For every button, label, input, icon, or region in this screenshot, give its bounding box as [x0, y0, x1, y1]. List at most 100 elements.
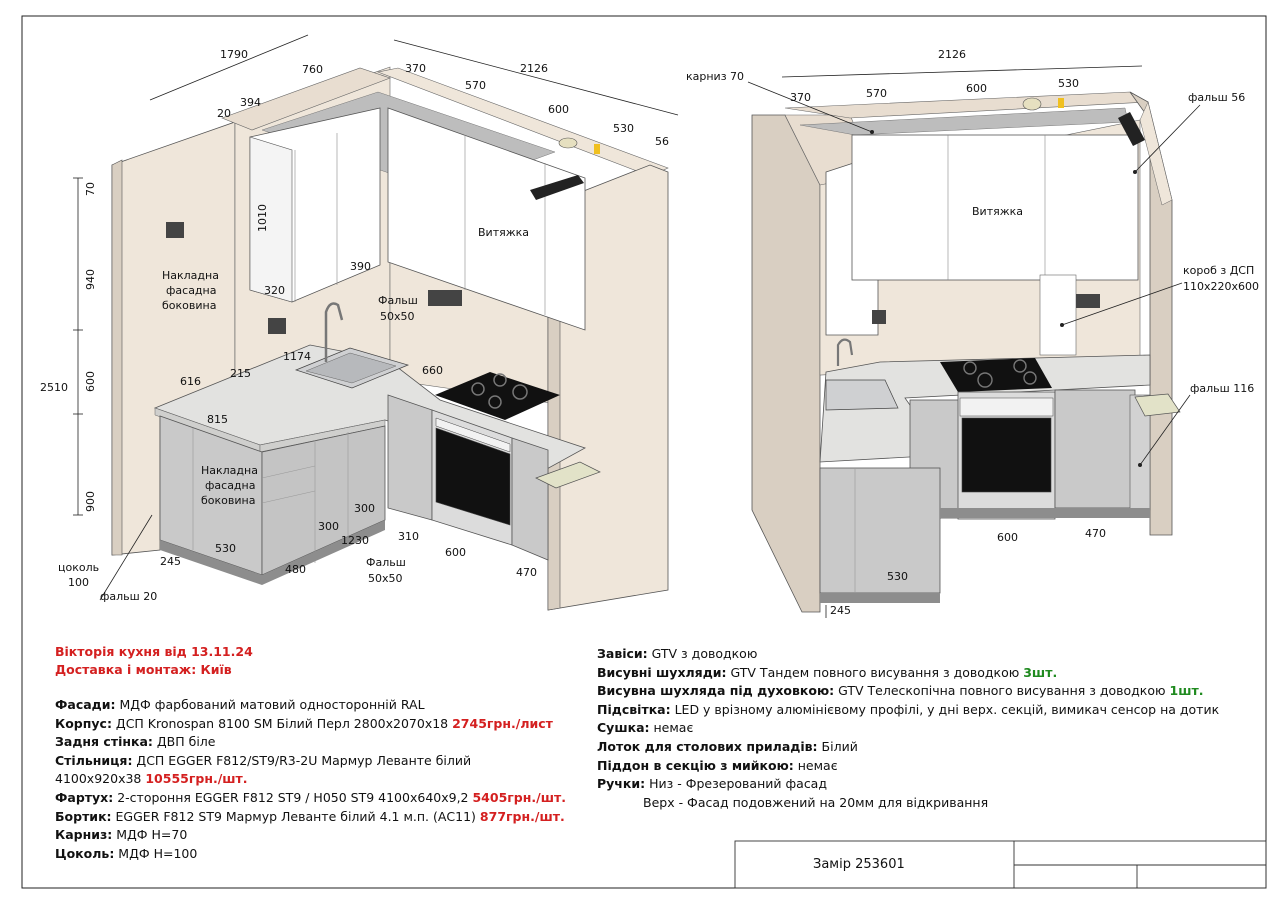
spec-right-value: GTV з доводкою — [647, 646, 758, 661]
spec-right-row: Ручки: Низ - Фрезерований фасад — [597, 775, 1219, 794]
spec-left-row: Карниз: МДФ Н=70 — [55, 826, 566, 845]
dim-70: 70 — [84, 182, 97, 196]
label-box-2: 110х220х600 — [1183, 280, 1259, 293]
dim-370-right: 370 — [790, 91, 811, 104]
sensor-icon — [594, 144, 600, 154]
spec-right-key: Висувні шухляди: — [597, 664, 727, 680]
spec-left-value: МДФ Н=70 — [112, 827, 188, 843]
spec-right-value: немає — [649, 720, 694, 736]
spec-left-key: Фартух: — [55, 789, 114, 805]
label-false-50-bottom-1: Фальш — [366, 556, 406, 569]
spec-left-row: Фартух: 2-стороння EGGER F812 ST9 / H050… — [55, 789, 566, 808]
dim-56: 56 — [655, 135, 669, 148]
dim-310: 310 — [398, 530, 419, 543]
right-dimension-lines — [747, 65, 1201, 618]
dim-1230: 1230 — [341, 534, 369, 547]
title-block — [734, 840, 1267, 889]
spec-left-value: 4100х920х38 — [55, 771, 146, 787]
spec-right-row: Підсвітка: LED у врізному алюмінієвому п… — [597, 701, 1219, 720]
dim-600: 600 — [548, 103, 569, 116]
spec-left-row: Задня стінка: ДВП біле — [55, 733, 566, 752]
delivery-text: Доставка і монтаж: Київ — [55, 662, 232, 677]
right-view-left-wall — [751, 114, 821, 613]
spec-left-row: 4100х920х38 10555грн./шт. — [55, 770, 566, 789]
label-side-panel-top-3: боковина — [162, 299, 216, 312]
dim-530-right: 530 — [1058, 77, 1079, 90]
sensor-icon — [1058, 98, 1064, 108]
lamp-icon — [1022, 97, 1042, 111]
spec-left-price: 5405грн./шт. — [472, 789, 566, 805]
socket-icon — [166, 222, 184, 238]
dim-1174: 1174 — [283, 350, 311, 363]
right-corner-base-cabinet — [819, 467, 941, 594]
double-socket-icon — [428, 290, 462, 306]
lamp-icon — [558, 137, 578, 149]
dim-760: 760 — [302, 63, 323, 76]
dim-600-vertical: 600 — [84, 371, 97, 392]
dim-480: 480 — [285, 563, 306, 576]
spec-right-qty: 3шт. — [1023, 664, 1058, 680]
spec-left-value: EGGER F812 ST9 Мармур Леванте білий 4.1 … — [111, 808, 480, 824]
spec-left-key: Корпус: — [55, 715, 112, 731]
spec-right-row: Завіси: GTV з доводкою — [597, 645, 1219, 664]
dim-20: 20 — [217, 107, 231, 120]
dim-940: 940 — [84, 269, 97, 290]
spec-right-key: Ручки: — [597, 776, 646, 792]
dim-570-right: 570 — [866, 87, 887, 100]
spec-right-key: Завіси: — [597, 646, 648, 661]
spec-left-row: Корпус: ДСП Kronospan 8100 SM Білий Перл… — [55, 715, 566, 734]
label-false-56: фальш 56 — [1188, 91, 1245, 104]
dim-1790: 1790 — [220, 48, 248, 61]
dim-320: 320 — [264, 284, 285, 297]
dim-1010: 1010 — [256, 204, 269, 232]
plinth — [160, 520, 385, 585]
spec-left-value: ДВП біле — [152, 734, 216, 750]
label-side-panel-bottom-3: боковина — [201, 494, 255, 507]
double-socket-icon — [1076, 294, 1100, 308]
base-cabinet-right-2 — [511, 437, 549, 561]
dim-300-b: 300 — [354, 502, 375, 515]
right-upper-cabinets — [851, 134, 1139, 281]
dim-470-right: 470 — [1085, 527, 1106, 540]
dim-470: 470 — [516, 566, 537, 579]
spec-right-key: Підсвітка: — [597, 701, 671, 717]
dimension-lines — [73, 34, 679, 601]
top-wall-strip-left — [221, 67, 391, 131]
label-false-20: фальш 20 — [100, 590, 157, 603]
label-false-50-top-2: 50х50 — [380, 310, 415, 323]
dim-530-right-bottom: 530 — [887, 570, 908, 583]
spec-left-price: 877грн./шт. — [479, 808, 565, 824]
dim-600-right-bottom: 600 — [997, 531, 1018, 544]
spec-left-key: Стільниця: — [55, 752, 133, 768]
spec-right-row: Висувні шухляди: GTV Тандем повного вису… — [597, 664, 1219, 683]
dim-815: 815 — [207, 413, 228, 426]
sink-icon — [825, 379, 899, 411]
false-shelf-116 — [1134, 393, 1181, 417]
right-base-cabinet-2 — [1054, 389, 1136, 509]
spec-left-key: Бортик: — [55, 808, 112, 824]
dim-245-right: 245 — [830, 604, 851, 617]
spec-left-price: 2745грн./лист — [452, 715, 553, 731]
dsp-box — [1039, 274, 1077, 356]
dim-394: 394 — [240, 96, 261, 109]
spec-right-value: Білий — [817, 738, 858, 754]
socket-icon — [872, 310, 886, 324]
label-side-panel-bottom-2: фасадна — [205, 479, 255, 492]
label-false-116: фальш 116 — [1190, 382, 1254, 395]
spec-right-key: Лоток для столових приладів: — [597, 738, 818, 754]
dim-600-right: 600 — [966, 82, 987, 95]
spec-left-price: 10555грн./шт. — [145, 771, 248, 787]
dim-660: 660 — [422, 364, 443, 377]
label-hood-right: Витяжка — [972, 205, 1023, 218]
order-title-text: Вікторія кухня від 13.11.24 — [55, 644, 253, 659]
order-title: Вікторія кухня від 13.11.24 — [55, 643, 253, 662]
spec-right-key: Піддон в секцію з мийкою: — [597, 757, 794, 773]
label-side-panel-bottom-1: Накладна — [201, 464, 258, 477]
label-cornice: карниз 70 — [686, 70, 744, 83]
socket-icon — [268, 318, 286, 334]
dim-2126: 2126 — [520, 62, 548, 75]
faucet-icon — [836, 338, 854, 366]
